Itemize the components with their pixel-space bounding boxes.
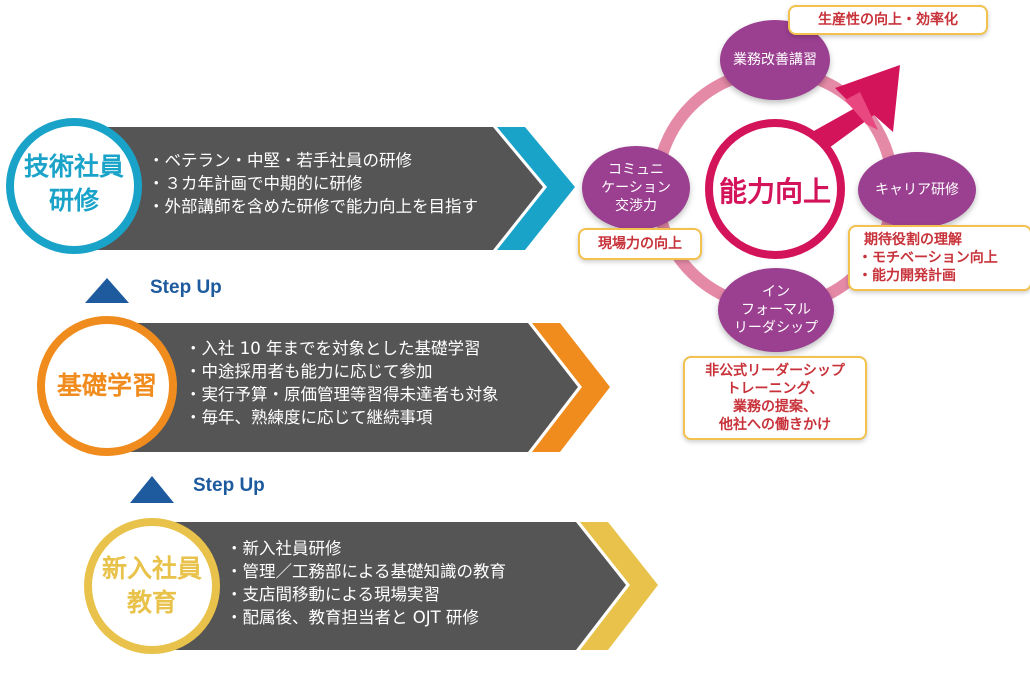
bubble-career-training: キャリア研修 [858, 152, 976, 228]
note-field-capability: 現場力の向上 [578, 228, 702, 260]
tier1-title-line1: 技術社員 [23, 152, 124, 181]
list-item: ・ベテラン・中堅・若手社員の研修 [148, 151, 412, 170]
step-up-arrow-1 [85, 278, 129, 303]
list-item: ・新入社員研修 [226, 539, 342, 558]
center-title: 能力向上 [718, 175, 831, 208]
bubble-bottom-line2: フォーマル [741, 302, 811, 318]
note-career-line1: 期待役割の理解 [864, 232, 962, 248]
tier1-chevron [497, 127, 575, 250]
tier3-chevron [580, 522, 658, 650]
step-up-label-1: Step Up [150, 277, 222, 298]
tier3-title: 新入社員 教育 [92, 552, 212, 620]
note-career-line2: ・モチベーション向上 [858, 250, 998, 266]
bubble-communication: コミュニ ケーション 交渉力 [582, 146, 690, 230]
list-item: ・中途採用者も能力に応じて参加 [185, 362, 433, 381]
bubble-top-label: 業務改善講習 [733, 52, 817, 68]
note-leadership-line4: 他社への働きかけ [719, 417, 831, 433]
note-leadership-line1: 非公式リーダーシップ [705, 363, 845, 379]
note-leadership: 非公式リーダーシップ トレーニング、 業務の提案、 他社への働きかけ [683, 356, 867, 440]
step-up-label-2: Step Up [193, 475, 265, 496]
note-career: 期待役割の理解 ・モチベーション向上 ・能力開発計画 [848, 225, 1030, 291]
tier3-title-line2: 教育 [126, 588, 177, 617]
tier2-items: ・入社 10 年までを対象とした基礎学習 ・中途採用者も能力に応じて参加 ・実行… [185, 337, 499, 429]
bubble-left-line1: コミュニ [607, 162, 664, 178]
list-item: ・実行予算・原価管理等習得未達者も対象 [185, 385, 499, 404]
step-up-arrow-2 [130, 476, 174, 503]
tier1-title: 技術社員 研修 [14, 150, 134, 218]
tier2-circle [37, 316, 177, 456]
list-item: ・入社 10 年までを対象とした基礎学習 [185, 339, 481, 358]
tier2-title: 基礎学習 [47, 369, 167, 403]
tier2-title-line1: 基礎学習 [56, 371, 157, 400]
note-career-line3: ・能力開発計画 [858, 268, 956, 284]
tier3-title-line1: 新入社員 [101, 554, 202, 583]
tier2-band [125, 323, 578, 452]
list-item: ・支店間移動による現場実習 [226, 585, 441, 604]
list-item: ・外部講師を含めた研修で能力向上を目指す [148, 197, 478, 216]
tier2-chevron [532, 323, 610, 452]
note-leadership-line2: トレーニング、 [726, 381, 824, 397]
tier1-band [85, 127, 543, 250]
tier1-circle [6, 118, 142, 254]
bubble-bottom-line1: イン [762, 284, 790, 300]
list-item: ・配属後、教育担当者と OJT 研修 [226, 608, 479, 627]
center-circle [705, 119, 845, 259]
tier3-items: ・新入社員研修 ・管理／工務部による基礎知識の教育 ・支店間移動による現場実習 … [226, 537, 506, 629]
list-item: ・管理／工務部による基礎知識の教育 [226, 562, 507, 581]
bubble-left-line3: 交渉力 [614, 198, 657, 214]
bubble-left-line2: ケーション [601, 180, 671, 196]
tier1-title-line2: 研修 [48, 186, 99, 215]
note-leadership-line3: 業務の提案、 [733, 399, 817, 415]
bubble-informal-leadership: イン フォーマル リーダシップ [718, 268, 834, 352]
list-item: ・３カ年計画で中期的に研修 [148, 174, 363, 193]
bubble-right-label: キャリア研修 [875, 182, 959, 198]
note-productivity: 生産性の向上・効率化 [788, 5, 988, 35]
list-item: ・毎年、熟練度に応じて継続事項 [185, 408, 433, 427]
tier1-items: ・ベテラン・中堅・若手社員の研修 ・３カ年計画で中期的に研修 ・外部講師を含めた… [148, 149, 478, 218]
tier3-circle [84, 518, 220, 654]
bubble-bottom-line3: リーダシップ [733, 320, 819, 336]
tier3-band [175, 522, 626, 650]
